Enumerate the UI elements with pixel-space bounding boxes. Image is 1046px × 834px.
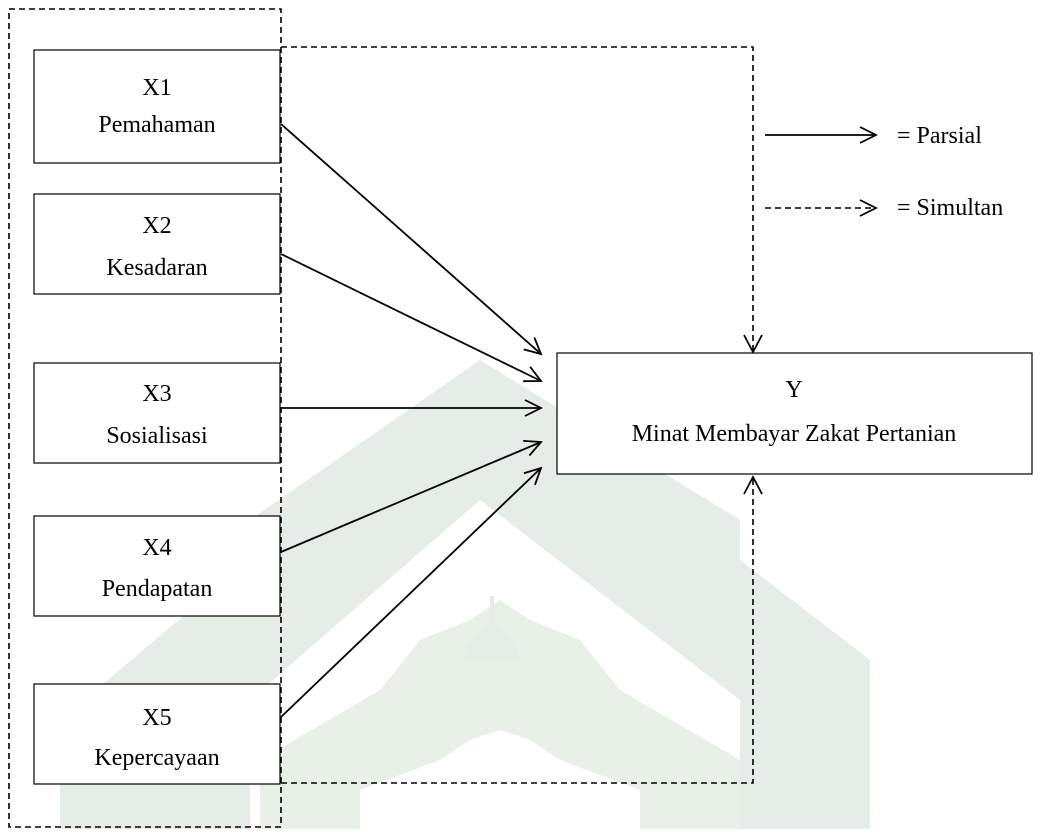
partial-arrow-x5 bbox=[280, 468, 541, 718]
variable-code: X1 bbox=[142, 75, 171, 101]
legend-partial-label: = Parsial bbox=[897, 123, 982, 149]
partial-arrow-x1 bbox=[280, 123, 541, 354]
watermark-inner-arch bbox=[260, 600, 740, 829]
partial-arrow-x2 bbox=[280, 253, 541, 381]
legend-simultaneous-arrowhead bbox=[859, 199, 879, 217]
variable-name: Pendapatan bbox=[102, 576, 213, 602]
variable-box-x3: X3 Sosialisasi bbox=[33, 362, 281, 464]
variable-code: X5 bbox=[142, 705, 171, 731]
variable-name: Kesadaran bbox=[106, 255, 207, 281]
variable-code: X3 bbox=[142, 381, 171, 407]
variable-name: Sosialisasi bbox=[106, 423, 208, 449]
variable-box-x5: X5 Kepercayaan bbox=[33, 683, 281, 785]
variable-name: Pemahaman bbox=[98, 112, 215, 138]
dependent-code: Y bbox=[785, 377, 802, 403]
simultaneous-path-bottom bbox=[281, 478, 754, 784]
simultaneous-arrowhead-top bbox=[743, 334, 763, 354]
variable-box-x1: X1 Pemahaman bbox=[33, 49, 281, 164]
watermark-outer-shape bbox=[60, 360, 870, 829]
watermark-dome bbox=[462, 596, 520, 660]
simultaneous-path-top bbox=[281, 46, 754, 351]
dependent-name: Minat Membayar Zakat Pertanian bbox=[632, 421, 957, 447]
legend-simultaneous-label: = Simultan bbox=[897, 195, 1003, 221]
independent-group-border bbox=[8, 8, 282, 828]
variable-box-x2: X2 Kesadaran bbox=[33, 193, 281, 295]
simultaneous-arrowhead-bottom bbox=[743, 475, 763, 495]
variable-code: X2 bbox=[142, 213, 171, 239]
legend: = Parsial = Simultan bbox=[765, 123, 1003, 221]
variable-code: X4 bbox=[142, 535, 171, 561]
variable-name: Kepercayaan bbox=[94, 745, 219, 771]
partial-arrow-x4 bbox=[280, 442, 541, 553]
variable-box-x4: X4 Pendapatan bbox=[33, 515, 281, 617]
watermark-logo bbox=[60, 360, 870, 829]
dependent-variable-box: Y Minat Membayar Zakat Pertanian bbox=[556, 352, 1033, 475]
